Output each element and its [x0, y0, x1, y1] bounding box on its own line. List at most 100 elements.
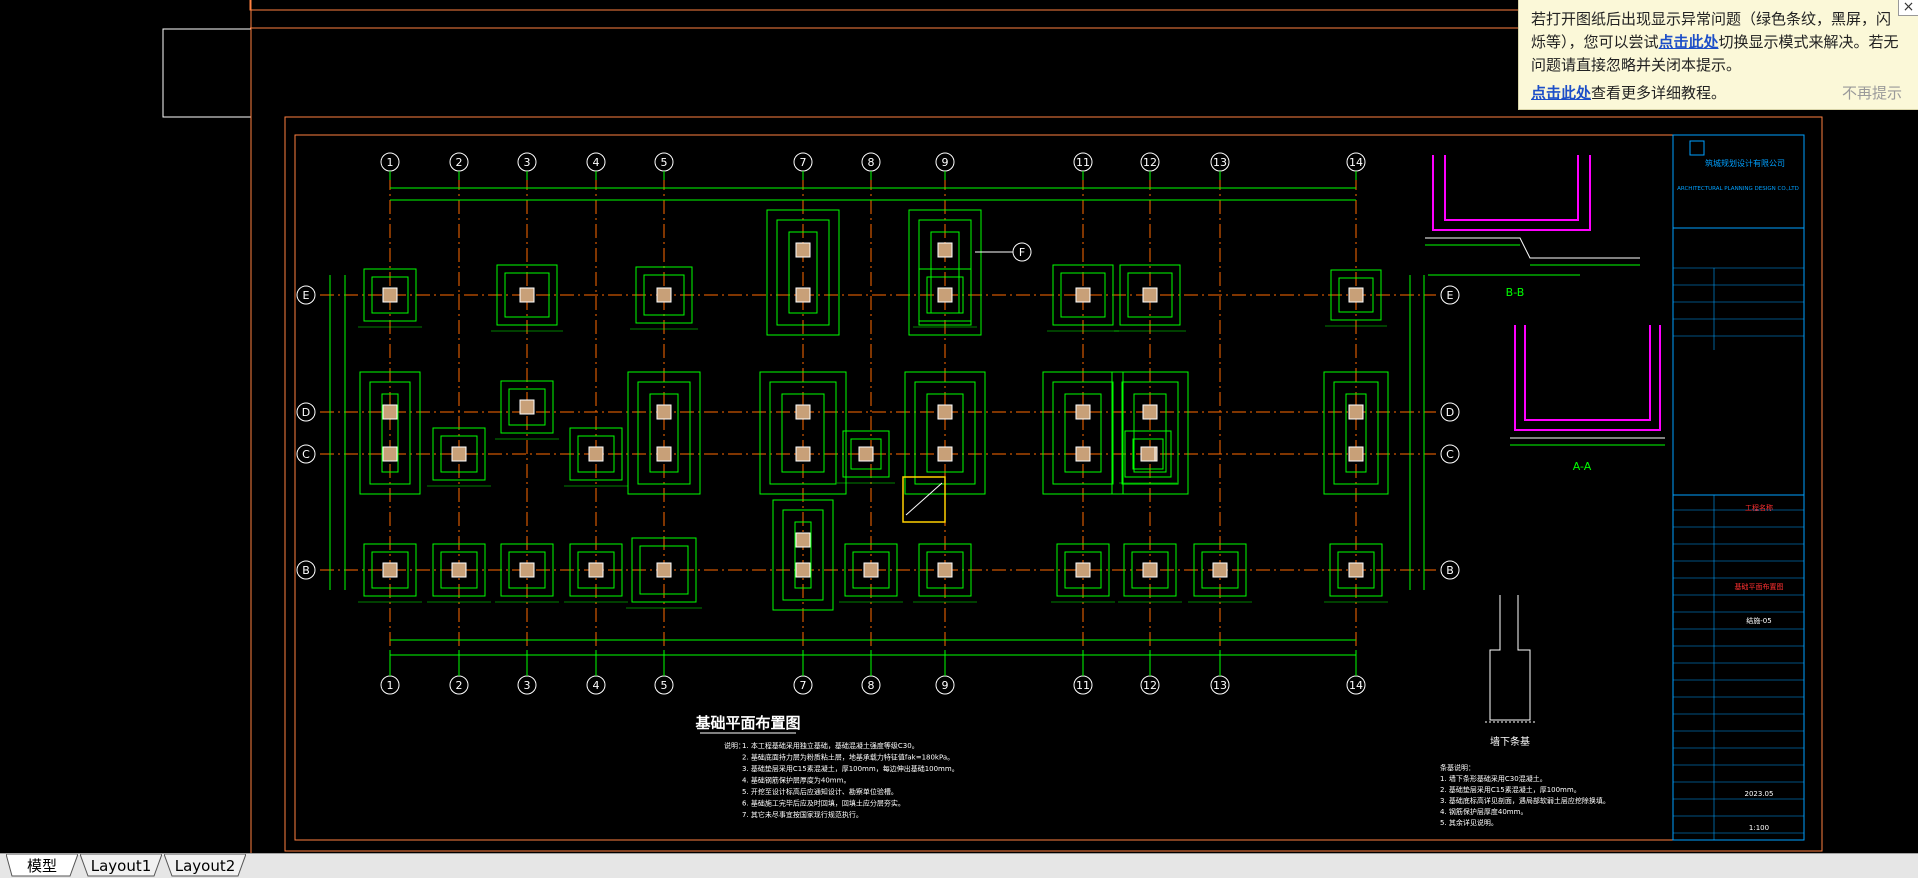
footing-B-4-inner	[639, 545, 689, 595]
footing-DC-6-inner	[1333, 381, 1379, 485]
footing-E-4-outer	[1052, 264, 1114, 326]
footing-DC-2-outer	[759, 371, 847, 495]
axis-bubble-left-E-circle	[296, 285, 316, 305]
right-note-line-5: 4. 钢筋保护层厚度40mm。	[1440, 807, 1527, 816]
company-name-en: ARCHITECTURAL PLANNING DESIGN CO.,LTD	[1677, 186, 1799, 192]
footing-DC-4-inner	[1052, 381, 1114, 485]
axis-bubble-top-11-label: 11	[1076, 156, 1090, 169]
footing-DC-6-outer	[1323, 371, 1389, 495]
footing-B-2-inner	[508, 551, 546, 589]
footing-E-2	[630, 266, 698, 330]
footing-B-6-inner	[926, 551, 964, 589]
footing-B-7	[772, 499, 834, 611]
date-value: 2023.05	[1745, 790, 1774, 798]
section-aa-label: A-A	[1573, 460, 1592, 473]
footing-B-6-outer	[918, 543, 972, 597]
elevator-pit-highlight	[902, 476, 946, 523]
axis-bubble-bottom-3-label: 3	[524, 679, 531, 692]
footing-DC-4-inner2	[1064, 393, 1102, 473]
footing-B-9-inner	[1201, 551, 1239, 589]
footing-D-3	[495, 380, 559, 440]
axis-bubble-bottom-12-label: 12	[1143, 679, 1157, 692]
footing-B-10-column	[1348, 562, 1364, 578]
axis-bubble-bottom-7-label: 7	[800, 679, 807, 692]
section-bb-walls	[1432, 155, 1591, 231]
footing-B-1-column	[451, 562, 467, 578]
footing-C-12-outer	[1124, 430, 1172, 478]
footing-E-6	[1325, 269, 1387, 327]
dont-show-again-link[interactable]: 不再提示	[1841, 84, 1902, 102]
footing-B-4-outer	[631, 537, 697, 603]
footing-B-8-outer	[1123, 543, 1177, 597]
section-bb-label: B-B	[1506, 286, 1525, 299]
axis-bubble-left-C-circle	[296, 444, 316, 464]
footing-E-0-outer	[363, 268, 417, 322]
footing-DC-1-column-1	[656, 404, 672, 420]
footing-E-0-inner	[371, 276, 409, 314]
tutorial-text: 查看更多详细教程。	[1591, 84, 1727, 102]
footing-DC-5-inner	[1121, 381, 1179, 485]
footing-DC-2	[759, 371, 847, 495]
footing-DC-3-column-1	[937, 404, 953, 420]
axis-bubble-bottom-9-label: 9	[942, 679, 949, 692]
footing-B-9-column	[1212, 562, 1228, 578]
axis-bubble-left-D-circle	[296, 402, 316, 422]
footing-B-7-inner	[1064, 551, 1102, 589]
footing-B-2-outer	[500, 543, 554, 597]
footing-DC-1-inner	[637, 381, 691, 485]
section-aa	[1510, 325, 1665, 446]
strip-footing-outline	[1489, 595, 1531, 721]
footing-D-3-inner	[508, 388, 546, 426]
axis-bubble-right-B-label: B	[1446, 564, 1454, 577]
footing-B-0-inner	[371, 551, 409, 589]
footing-B-1	[427, 543, 491, 603]
footing-B-10-inner	[1337, 551, 1375, 589]
axis-bubble-top-1-label: 1	[387, 156, 394, 169]
axis-bubble-bottom-5-label: 5	[661, 679, 668, 692]
section-bb	[1425, 155, 1640, 276]
footing-E-6-outer	[1330, 269, 1382, 321]
footing-B-10-outer	[1329, 543, 1383, 597]
axis-bubble-top-2-label: 2	[456, 156, 463, 169]
switch-display-mode-link[interactable]: 点击此处	[1658, 33, 1719, 51]
tutorial-link[interactable]: 点击此处	[1531, 84, 1592, 102]
footing-E-1-inner	[504, 272, 550, 318]
footing-B-7-column	[1075, 562, 1091, 578]
note-line-6: 6. 基础施工完毕后应及时回填，回填土应分层夯实。	[742, 799, 905, 808]
footing-B-3-outer	[569, 543, 623, 597]
footing-C-8-outer	[842, 430, 890, 478]
note-line-5: 5. 开挖至设计标高后应通知设计、勘察单位验槽。	[742, 787, 898, 796]
tab-model[interactable]: 模型	[6, 854, 78, 878]
footing-D-3-column	[519, 399, 535, 415]
close-icon[interactable]: ×	[1898, 0, 1918, 16]
note-line-2: 2. 基础底面持力层为粉质粘土层，地基承载力特征值fak=180kPa。	[742, 753, 954, 762]
footing-E-6-inner	[1338, 277, 1374, 313]
footing-E-2-inner	[643, 274, 685, 316]
footing-B-3	[564, 543, 628, 603]
footing-DC-2-column-1	[795, 404, 811, 420]
footing-DC-6-inner2	[1345, 393, 1367, 473]
tab-layout2[interactable]: Layout2	[164, 854, 246, 878]
tab-layout1[interactable]: Layout1	[80, 854, 162, 878]
footing-B-3-column	[588, 562, 604, 578]
drawing-title: 基础平面布置图	[694, 714, 800, 732]
footing-DC-2-inner	[769, 381, 837, 485]
company-logo-icon	[1689, 140, 1705, 156]
axis-bubble-left-B-circle	[296, 560, 316, 580]
footing-DC-1-outer	[627, 371, 701, 495]
footing-B-6-column	[937, 562, 953, 578]
footing-E-2-column	[656, 287, 672, 303]
note-line-1: 1. 本工程基础采用独立基础，基础混凝土强度等级C30。	[742, 741, 919, 750]
footing-DC-0-inner	[369, 381, 411, 485]
footing-B-7-outer	[1056, 543, 1110, 597]
footing-E-5	[1114, 264, 1186, 332]
axis-bubble-top-8-label: 8	[868, 156, 875, 169]
footing-B-8	[1118, 543, 1182, 603]
axis-bubble-left-D-label: D	[302, 406, 310, 419]
axis-bubble-right-E-circle	[1440, 285, 1460, 305]
footing-B-1-inner	[440, 551, 478, 589]
footing-C-12-column	[1140, 446, 1156, 462]
wall-strip-section	[1485, 595, 1535, 723]
